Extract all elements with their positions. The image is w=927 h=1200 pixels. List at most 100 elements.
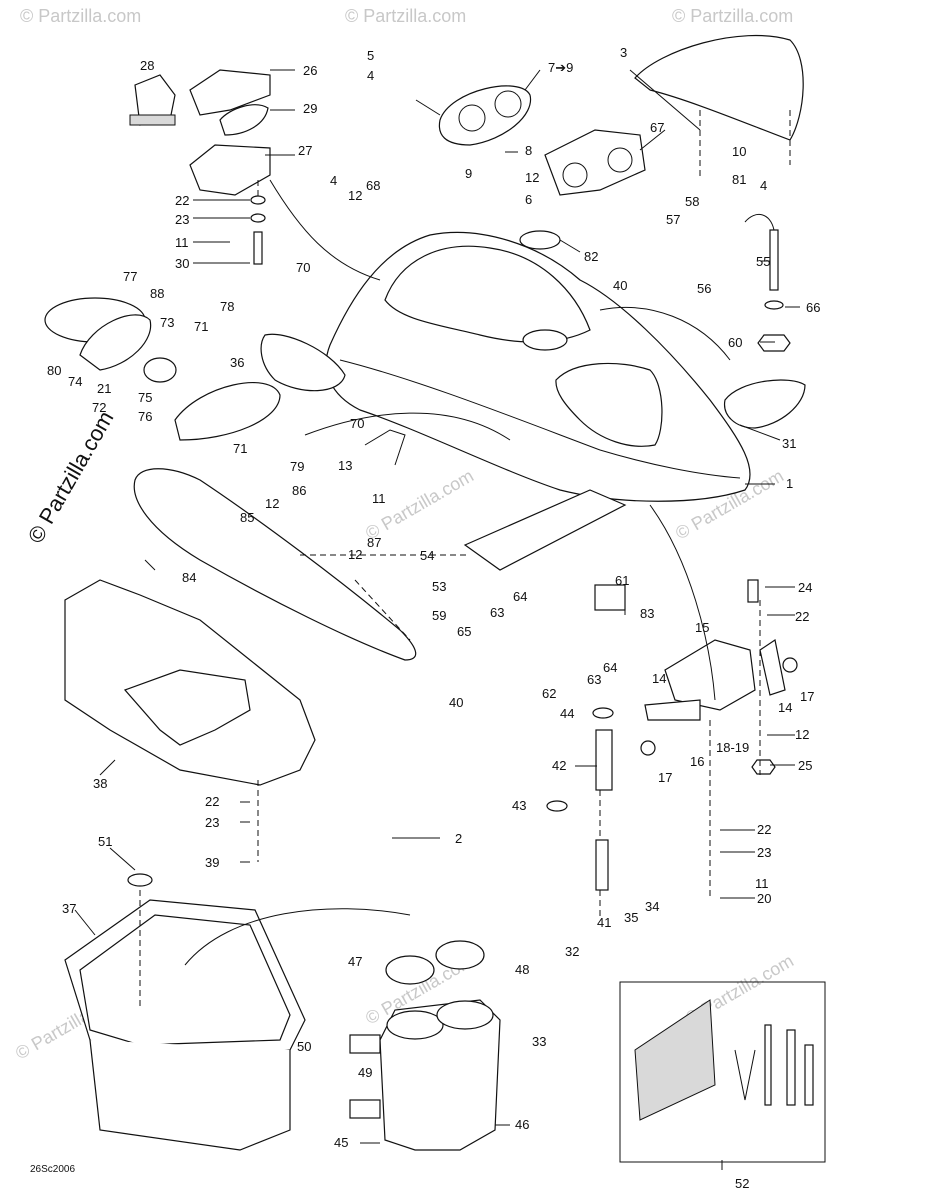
callout-label: 5	[367, 48, 374, 63]
callout-label: 8	[525, 143, 532, 158]
callout-label: 7➔9	[548, 60, 573, 75]
callout-label: 63	[587, 672, 601, 687]
callout-label: 27	[298, 143, 312, 158]
callout-label: 38	[93, 776, 107, 791]
hood-body	[325, 231, 751, 502]
callout-label: 68	[366, 178, 380, 193]
cover-cap	[724, 379, 806, 429]
side-trim	[133, 468, 417, 661]
drawing-code: 26Sc2006	[30, 1164, 75, 1175]
callout-label: 40	[613, 278, 627, 293]
voltage-regulator	[594, 584, 626, 611]
callout-label: 44	[560, 706, 574, 721]
seal-ring	[519, 230, 561, 250]
callout-label: 88	[150, 286, 164, 301]
callout-label: 61	[615, 573, 629, 588]
callout-label: 74	[68, 374, 82, 389]
callout-label: 17	[658, 770, 672, 785]
callout-label: 36	[230, 355, 244, 370]
gauge-bezel	[438, 85, 532, 146]
callout-label: 13	[338, 458, 352, 473]
callout-label: 59	[432, 608, 446, 623]
callout-label: 10	[732, 144, 746, 159]
callout-label: 87	[367, 535, 381, 550]
callout-label: 46	[515, 1117, 529, 1132]
callout-label: 2	[455, 831, 462, 846]
callout-label: 66	[806, 300, 820, 315]
callout-label: 86	[292, 483, 306, 498]
callout-label: 21	[97, 381, 111, 396]
callout-label: 12	[348, 188, 362, 203]
callout-label: 78	[220, 299, 234, 314]
steering-bracket	[640, 579, 798, 775]
callout-label: 29	[303, 101, 317, 116]
callout-label: 70	[296, 260, 310, 275]
callout-label: 23	[757, 845, 771, 860]
callout-label: 84	[182, 570, 196, 585]
mirror-assembly	[44, 297, 346, 441]
callout-label: 17	[800, 689, 814, 704]
callout-label: 24	[798, 580, 812, 595]
callout-label: 37	[62, 901, 76, 916]
hex-key	[364, 429, 406, 466]
callout-label: 49	[358, 1065, 372, 1080]
callout-label: 3	[620, 45, 627, 60]
callout-label: 76	[138, 409, 152, 424]
callout-label: 82	[584, 249, 598, 264]
callout-label: 64	[513, 589, 527, 604]
callout-label: 71	[233, 441, 247, 456]
callout-label: 50	[297, 1039, 311, 1054]
callout-label: 81	[732, 172, 746, 187]
callout-label: 12	[525, 170, 539, 185]
visor	[634, 34, 804, 141]
callout-label: 20	[757, 891, 771, 906]
callout-label: 58	[685, 194, 699, 209]
callout-label: 14	[652, 671, 666, 686]
callout-label: 53	[432, 579, 446, 594]
fixture-group-top-left	[129, 69, 271, 265]
tool-kit	[619, 981, 826, 1163]
callout-label: 54	[420, 548, 434, 563]
callout-label: 43	[512, 798, 526, 813]
callout-label: 1	[786, 476, 793, 491]
callout-label: 47	[348, 954, 362, 969]
callout-label: 65	[457, 624, 471, 639]
callout-labels: 1 2 3 4 4 4 5 6 7➔9 8 9 10 11 11 11 12 1…	[47, 45, 820, 1191]
callout-label: 57	[666, 212, 680, 227]
callout-label: 51	[98, 834, 112, 849]
storage-bin	[64, 873, 306, 1151]
callout-label: 11	[755, 876, 769, 891]
callout-label: 41	[597, 915, 611, 930]
callout-label: 79	[290, 459, 304, 474]
callout-label: 67	[650, 120, 664, 135]
callout-label: 75	[138, 390, 152, 405]
callout-label: 35	[624, 910, 638, 925]
callout-label: 4	[367, 68, 374, 83]
callout-label: 16	[690, 754, 704, 769]
callout-label: 12	[265, 496, 279, 511]
callout-label: 11	[175, 235, 189, 250]
callout-label: 62	[542, 686, 556, 701]
callout-label: 23	[205, 815, 219, 830]
callout-label: 71	[194, 319, 208, 334]
callout-label: 31	[782, 436, 796, 451]
callout-label: 30	[175, 256, 189, 271]
direction-arrows	[184, 179, 731, 966]
callout-label: 9	[465, 166, 472, 181]
callout-label: 34	[645, 899, 659, 914]
mounting-bracket	[463, 489, 627, 571]
callout-label: 73	[160, 315, 174, 330]
callout-label: 4	[330, 173, 337, 188]
assembly-lines	[139, 110, 791, 1010]
callout-label: 23	[175, 212, 189, 227]
gauge-plate	[544, 129, 646, 196]
callout-label: 48	[515, 962, 529, 977]
callout-label: 25	[798, 758, 812, 773]
callout-label: 55	[756, 254, 770, 269]
callout-label: 70	[350, 416, 364, 431]
watermark: © Partzilla.com	[672, 6, 793, 26]
callout-label: 14	[778, 700, 792, 715]
callout-label: 52	[735, 1176, 749, 1191]
callout-label: 40	[449, 695, 463, 710]
